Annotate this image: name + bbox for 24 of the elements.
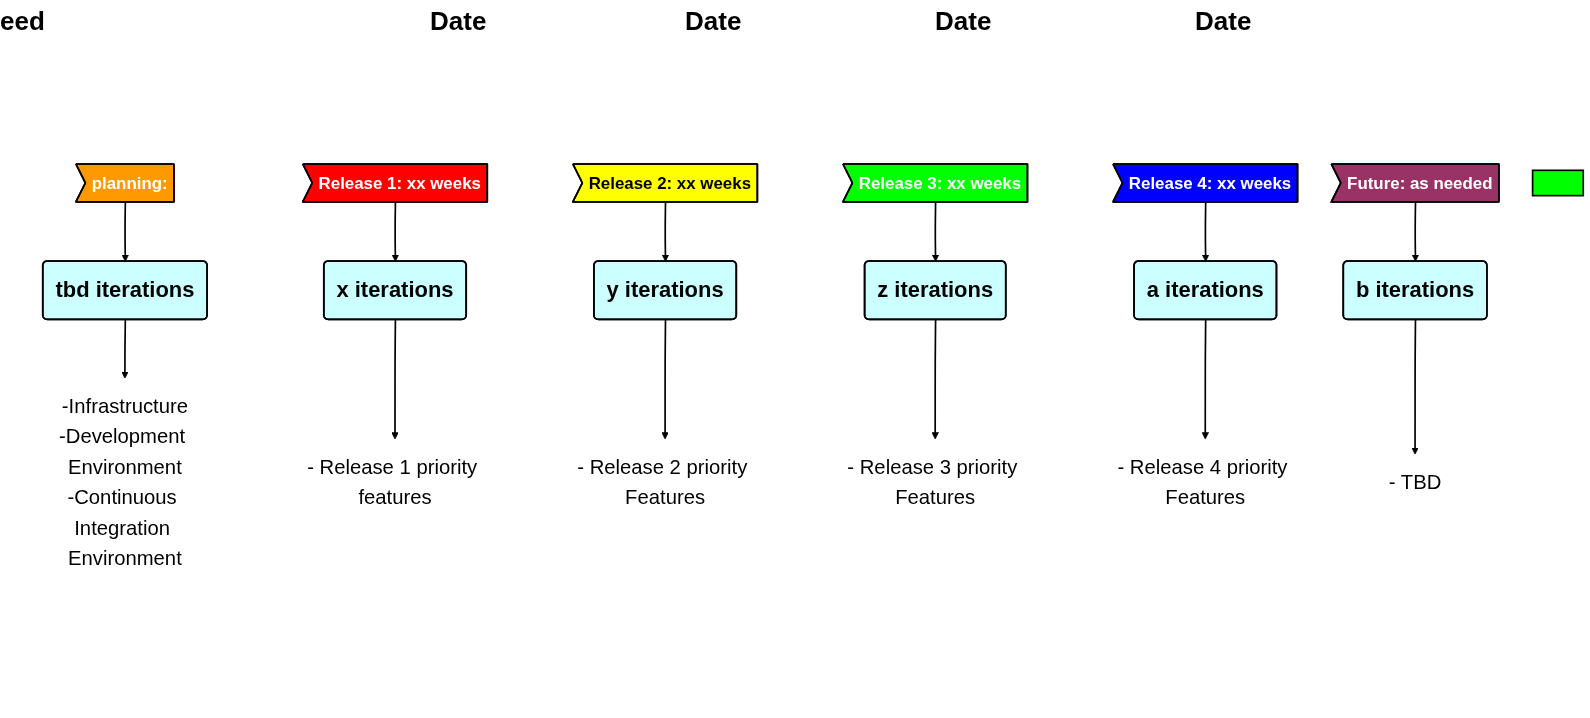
- node-text: - TBD: [1388, 470, 1442, 494]
- arrow: [931, 318, 939, 440]
- arrow: [1411, 201, 1420, 262]
- arrow: [661, 318, 669, 440]
- arrow: [121, 201, 129, 262]
- node-text: - Release 3 priority Features: [847, 455, 1018, 509]
- node-text: - Release 1 priority features: [307, 455, 478, 509]
- date-label: Date: [685, 6, 742, 37]
- arrow: [391, 318, 399, 440]
- arrow: [391, 201, 400, 262]
- arrow: [121, 318, 129, 379]
- date-label: Date: [1195, 6, 1252, 37]
- node-text: -Infrastructure -Development Environment -Continuous Integration Environment: [59, 394, 188, 570]
- date-label: Date: [935, 6, 992, 37]
- node-text: - Release 2 priority Features: [577, 455, 748, 509]
- arrow: [1201, 318, 1209, 440]
- arrow: [1411, 318, 1419, 455]
- arrow: [931, 201, 940, 262]
- arrow: [1201, 201, 1210, 262]
- node-text: - Release 4 priority Features: [1117, 455, 1288, 509]
- date-label: Date: [430, 6, 487, 37]
- node-box: [1531, 169, 1585, 197]
- heading-fragment: eed: [0, 6, 45, 37]
- arrow: [661, 201, 670, 262]
